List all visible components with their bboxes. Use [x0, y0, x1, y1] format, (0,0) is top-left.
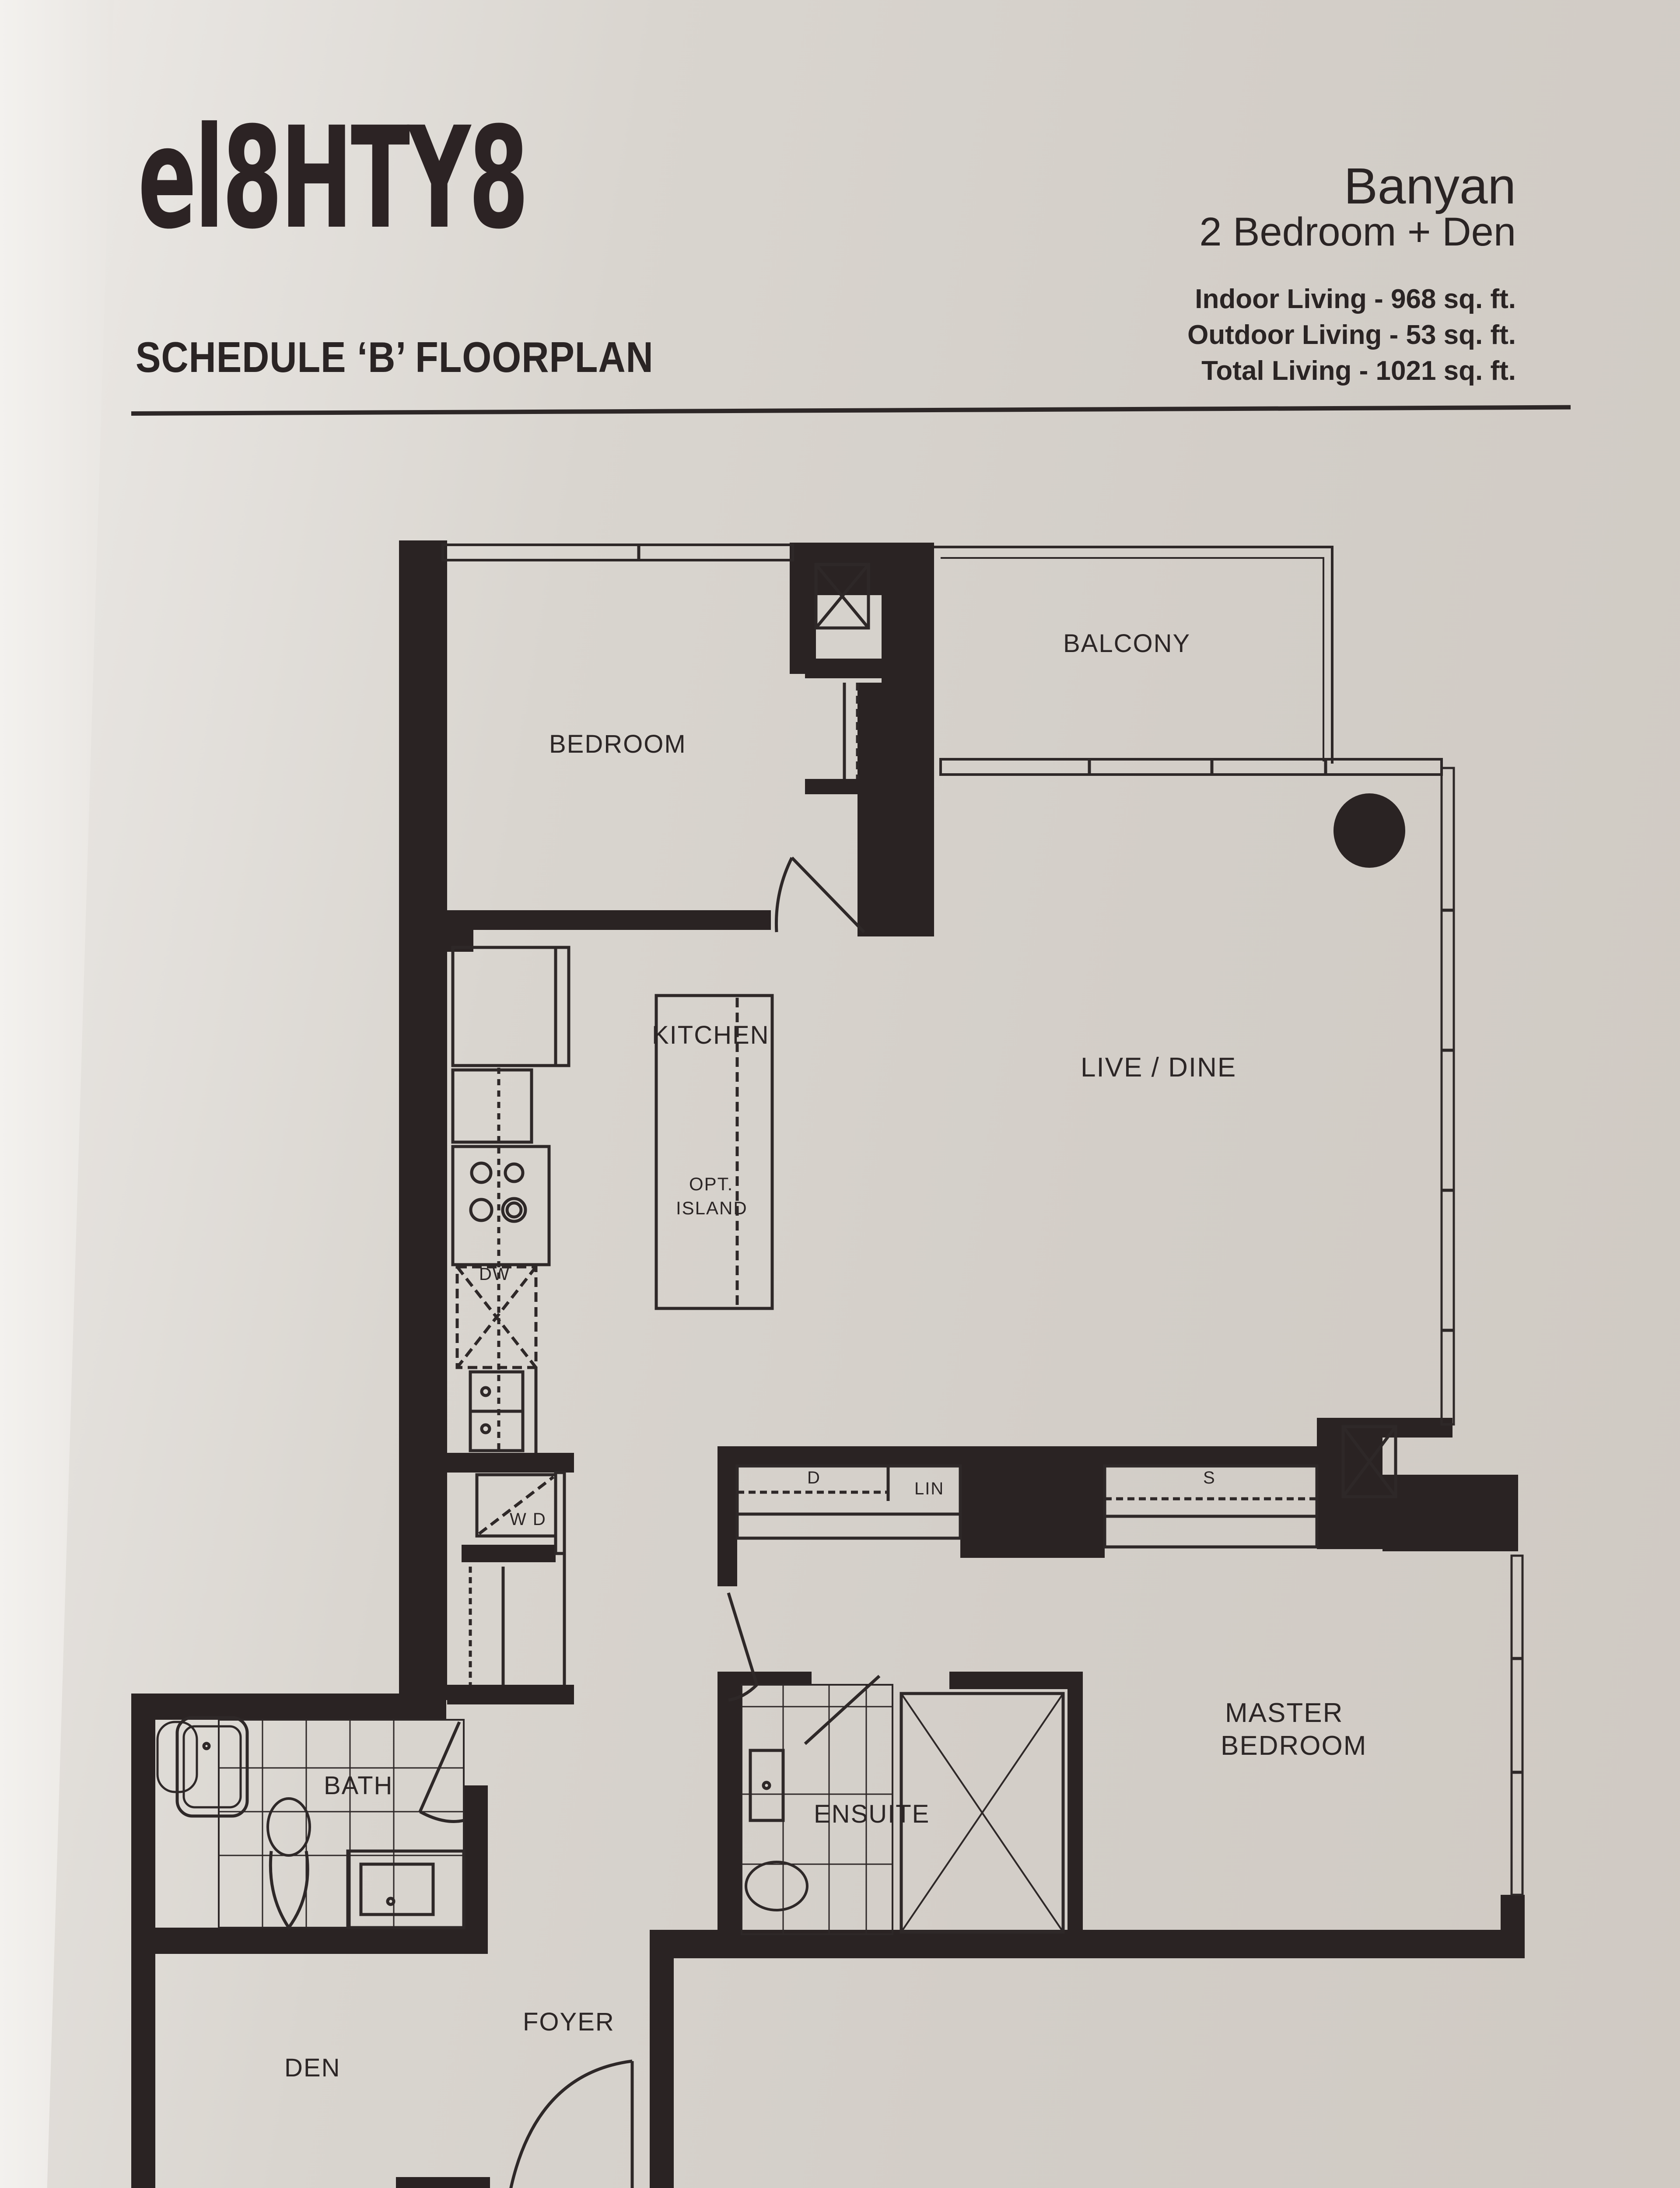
unit-name: Banyan: [1344, 158, 1516, 214]
fixtures: [156, 543, 1524, 2188]
label-closet-s: S: [1203, 1468, 1216, 1487]
label-ensuite: ENSUITE: [814, 1800, 930, 1828]
label-washer-dryer: W D: [510, 1510, 546, 1529]
label-foyer: FOYER: [523, 2008, 615, 2036]
label-island-2: ISLAND: [676, 1198, 748, 1218]
label-balcony: BALCONY: [1063, 629, 1190, 658]
label-bedroom: BEDROOM: [549, 730, 686, 758]
label-bath: BATH: [324, 1771, 393, 1800]
label-closet-d: D: [807, 1468, 821, 1487]
label-live-dine: LIVE / DINE: [1081, 1052, 1236, 1083]
label-master-2: BEDROOM: [1221, 1731, 1367, 1761]
total-area: Total Living - 1021 sq. ft.: [1201, 356, 1516, 386]
label-master-1: MASTER: [1225, 1698, 1343, 1728]
label-den: DEN: [284, 2054, 340, 2082]
unit-type: 2 Bedroom + Den: [1199, 210, 1516, 254]
walls: [131, 540, 1525, 2188]
label-closet-lin: LIN: [914, 1479, 944, 1498]
label-island-1: OPT.: [689, 1174, 733, 1194]
label-kitchen: KITCHEN: [652, 1021, 770, 1049]
indoor-area: Indoor Living - 968 sq. ft.: [1195, 284, 1516, 314]
label-dishwasher: DW: [479, 1265, 510, 1284]
brand-logo: el8HTY8: [138, 97, 529, 260]
outdoor-area: Outdoor Living - 53 sq. ft.: [1187, 320, 1516, 350]
schedule-title: SCHEDULE ‘B’ FLOORPLAN: [136, 333, 654, 381]
